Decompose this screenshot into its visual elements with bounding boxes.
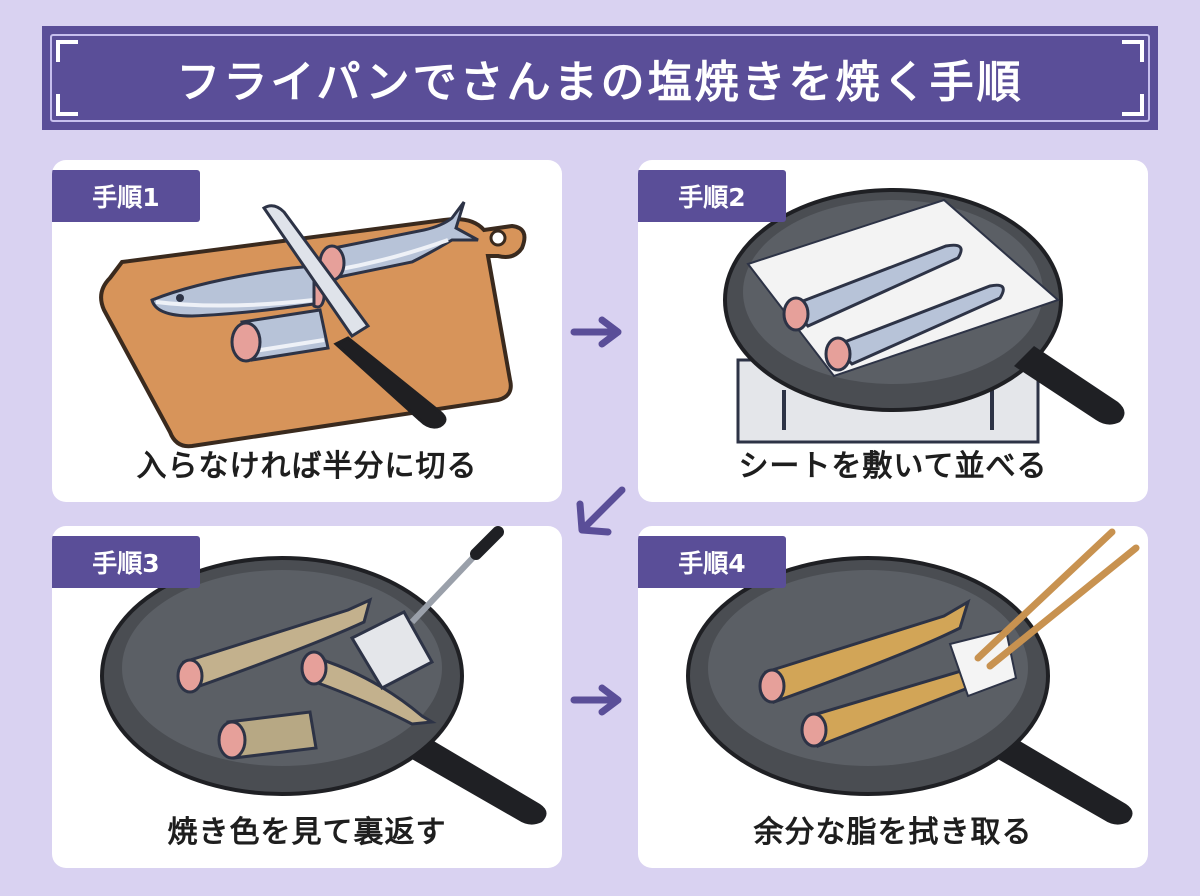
step-label: 手順3: [52, 536, 200, 588]
arrow-right-icon: [570, 316, 622, 348]
step-card-4: 手順4 余分な脂を拭き取る: [638, 526, 1148, 868]
cooking-sheet-icon: [746, 198, 1060, 378]
wiping-fat-illustration: [686, 528, 1140, 825]
saury-piece-icon: [217, 710, 318, 760]
saury-fish-icon: [176, 597, 373, 694]
pan-with-sheet-illustration: [723, 188, 1125, 444]
paper-towel-icon: [948, 628, 1018, 698]
corner-ornament: [1122, 94, 1144, 116]
arrow-down-left-icon: [576, 486, 626, 536]
corner-ornament: [1122, 40, 1144, 62]
step-label: 手順1: [52, 170, 200, 222]
corner-ornament: [56, 94, 78, 116]
step-caption: 余分な脂を拭き取る: [753, 815, 1033, 850]
step-card-2: 手順2 シートを敷いて並べる: [638, 160, 1148, 502]
title-banner: フライパンでさんまの塩焼きを焼く手順: [42, 26, 1158, 130]
page-title: フライパンでさんまの塩焼きを焼く手順: [176, 57, 1024, 108]
step-card-3: 手順3 焼き色を見て裏返す: [52, 526, 562, 868]
step-label: 手順4: [638, 536, 786, 588]
flipping-saury-illustration: [100, 526, 547, 825]
saury-piece-icon: [230, 308, 330, 363]
chopsticks-icon: [974, 528, 1140, 670]
spatula-icon: [349, 526, 504, 690]
saury-fish-icon: [300, 650, 437, 726]
frying-pan-icon: [100, 556, 547, 825]
arrow-right-icon: [570, 684, 622, 716]
saury-fish-icon: [824, 283, 1005, 372]
cutting-saury-illustration: [99, 201, 527, 449]
step-caption: 入らなければ半分に切る: [136, 449, 478, 484]
saury-fish-icon: [758, 598, 971, 704]
step-caption: シートを敷いて並べる: [738, 449, 1048, 484]
step-label: 手順2: [638, 170, 786, 222]
corner-ornament: [56, 40, 78, 62]
knife-icon: [261, 204, 447, 429]
saury-fish-icon: [782, 243, 963, 332]
step-card-1: 手順1 入らなければ半分に切る: [52, 160, 562, 502]
title-frame: [50, 34, 1150, 122]
step-caption: 焼き色を見て裏返す: [167, 815, 447, 850]
